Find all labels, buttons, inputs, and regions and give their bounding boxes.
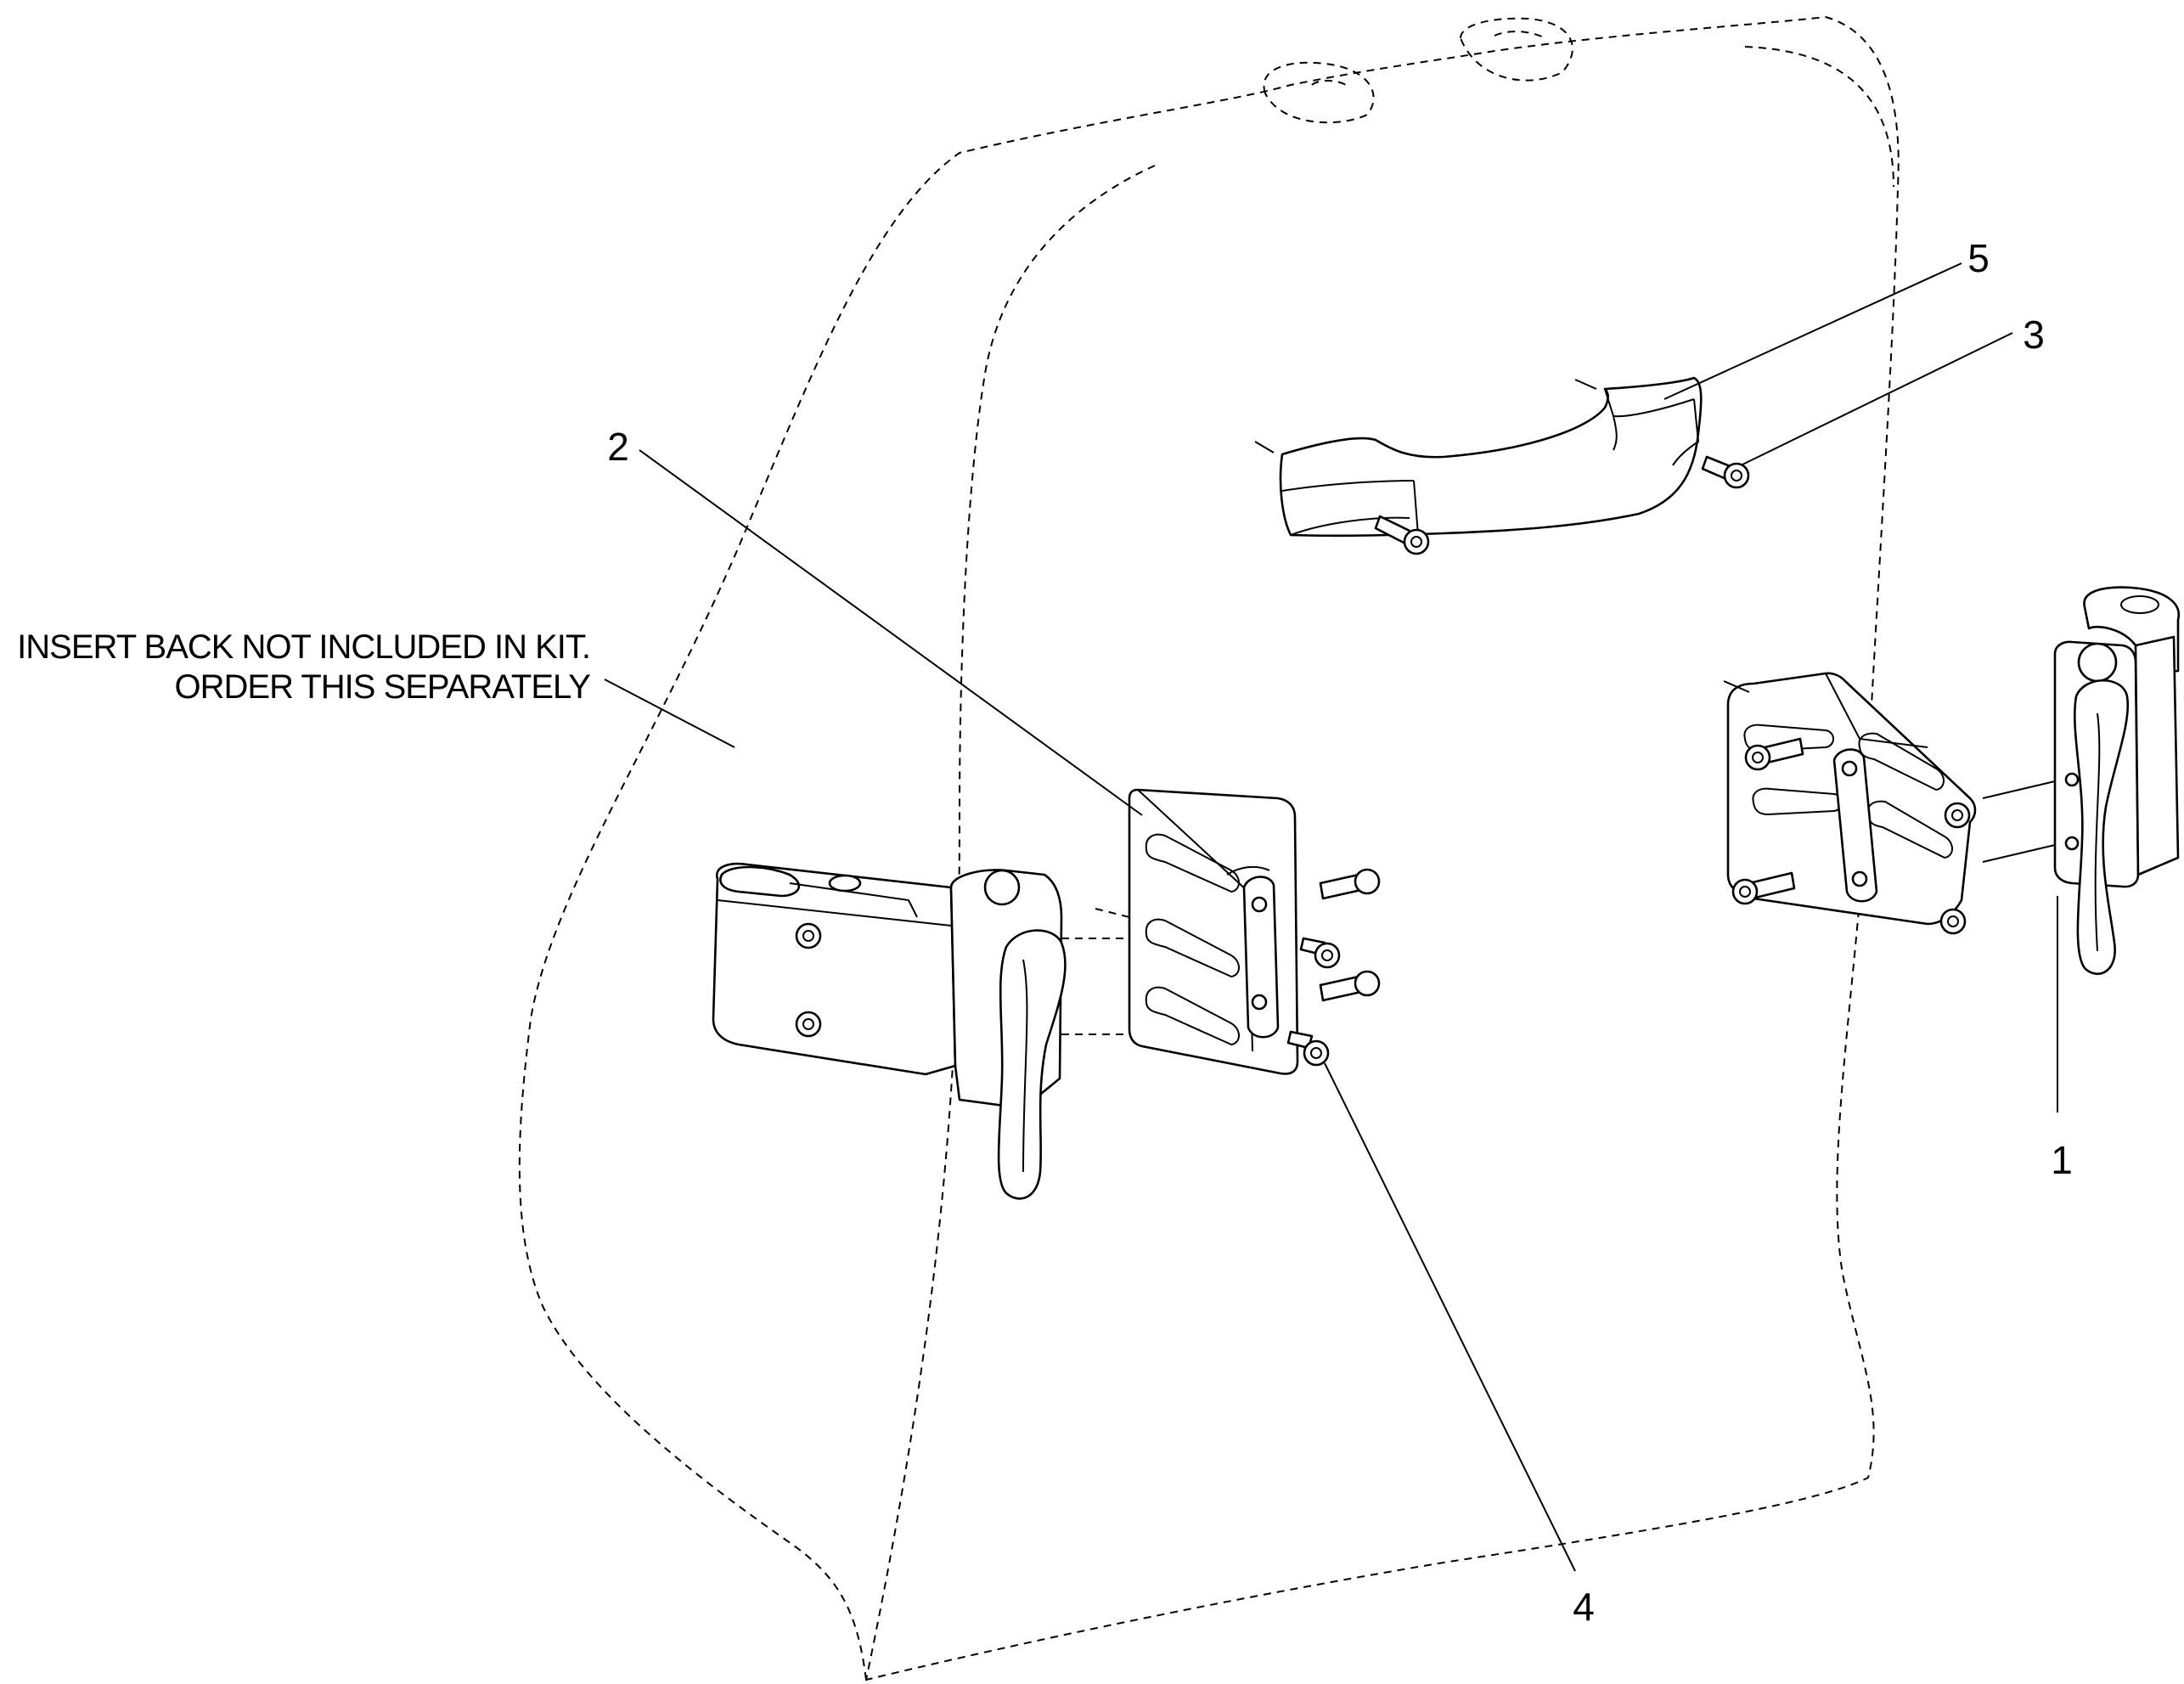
note-line-2: ORDER THIS SEPARATELY [175,668,591,706]
part-1-right-assembly [1723,586,2181,976]
part-3-screw [1701,455,1750,489]
left-clamp-assembly [712,862,1067,1200]
note-line-1: INSERT BACK NOT INCLUDED IN KIT. [17,628,590,666]
callout-3: 3 [2023,313,2045,357]
leader-4 [1324,1062,1576,1572]
callout-5: 5 [1967,236,1990,280]
leader-2 [639,449,1143,816]
callout-4: 4 [1573,1585,1595,1629]
callout-numbers: 1 2 3 4 5 [607,236,2073,1629]
insert-back-outline [518,15,1900,1681]
part-4-screws [1286,868,1381,1067]
callout-1: 1 [2051,1138,2073,1182]
leader-3 [1740,332,2013,466]
part-2-mounting-plate [1061,788,1299,1075]
callout-2: 2 [607,425,629,469]
leader-5 [1663,262,1962,400]
leader-note [604,679,735,748]
insert-back-note: INSERT BACK NOT INCLUDED IN KIT. ORDER T… [17,628,591,706]
leader-lines [604,262,2058,1572]
part-5-handle [1254,376,1703,555]
